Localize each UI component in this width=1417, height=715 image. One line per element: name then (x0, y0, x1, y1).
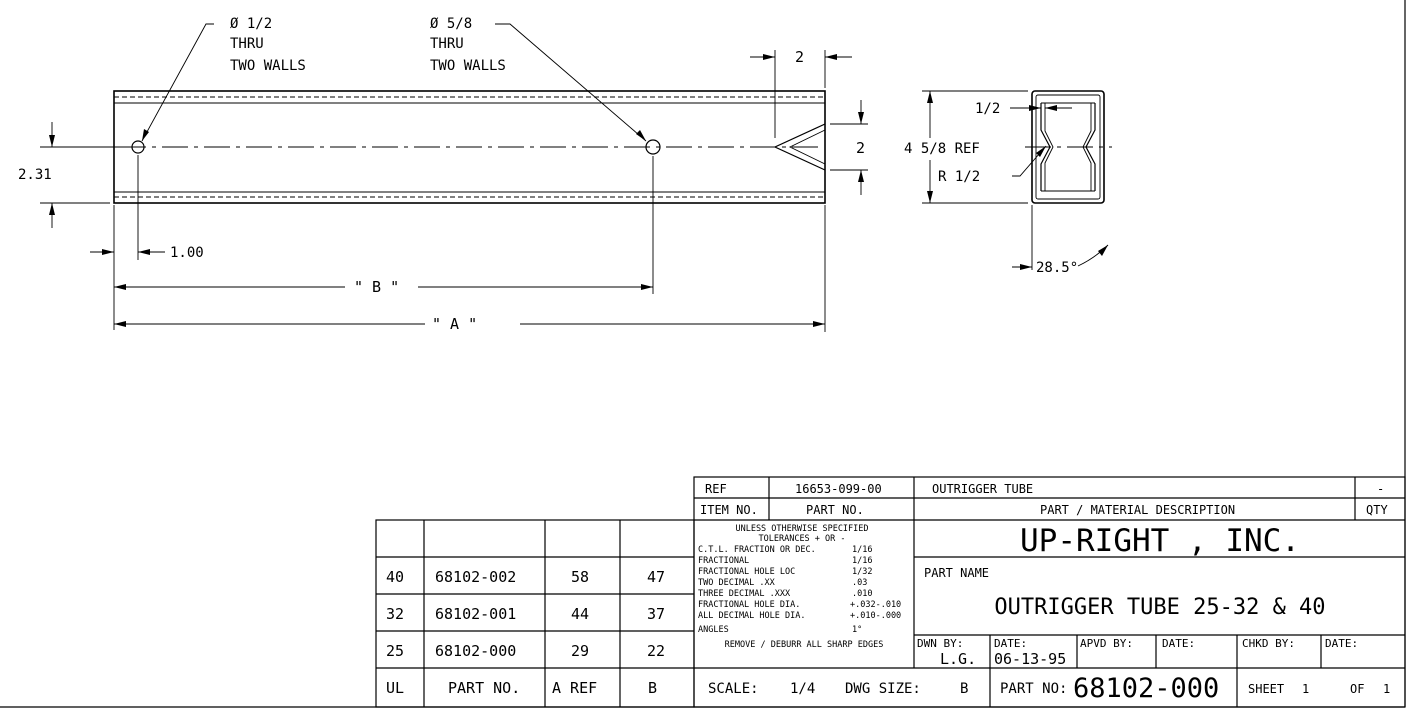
parts-cell-b: 47 (647, 568, 665, 586)
description-label: PART / MATERIAL DESCRIPTION (1040, 503, 1235, 517)
scale-value: 1/4 (790, 681, 815, 697)
tol-value: +.010-.000 (850, 611, 901, 621)
hole-five-eighths (645, 139, 661, 155)
parts-cell-aref: 58 (571, 568, 589, 586)
parts-header-part: PART NO. (448, 679, 520, 697)
dim-section-width: 1/2 (975, 101, 1000, 117)
dwg-size-label: DWG SIZE: (845, 681, 921, 697)
parts-cell-ul: 25 (386, 642, 404, 660)
hole2-dia: Ø 5/8 (430, 16, 472, 32)
tol-label: ANGLES (698, 625, 729, 635)
parts-table: 40 68102-002 58 47 32 68102-001 44 37 25… (386, 568, 665, 697)
dim-angle-lines (1012, 205, 1109, 270)
sheet-value: 1 (1302, 682, 1309, 696)
date2-label: DATE: (1162, 637, 1195, 650)
tol-label: FRACTIONAL (698, 556, 749, 566)
dwn-by-label: DWN BY: (917, 637, 963, 650)
parts-header-aref: A REF (552, 679, 597, 697)
part-no-field: 68102-000 (1073, 673, 1219, 704)
dim-end-length: 2 (795, 48, 804, 66)
hole1-thru: THRU (230, 36, 264, 52)
of-label: OF (1350, 682, 1364, 696)
company-name: UP-RIGHT , INC. (1020, 523, 1300, 559)
hole2-thru: THRU (430, 36, 464, 52)
part-name-label: PART NAME (924, 566, 989, 580)
tol-value: 1° (852, 625, 862, 635)
dim-end-height: 2 (856, 139, 865, 157)
dim-end-length-lines (750, 50, 852, 138)
tol-value: .010 (852, 589, 872, 599)
of-value: 1 (1383, 682, 1390, 696)
parts-cell-ul: 40 (386, 568, 404, 586)
dwg-size-value: B (960, 681, 968, 697)
tol-label: C.T.L. FRACTION OR DEC. (698, 545, 816, 555)
dim-height: 2.31 (18, 167, 52, 183)
parts-cell-ul: 32 (386, 605, 404, 623)
parts-cell-b: 22 (647, 642, 665, 660)
dim-height-lines (40, 122, 132, 228)
date3-label: DATE: (1325, 637, 1358, 650)
parts-cell-part: 68102-002 (435, 568, 516, 586)
parts-cell-aref: 29 (571, 642, 589, 660)
tol-label: ALL DECIMAL HOLE DIA. (698, 611, 805, 621)
scale-label: SCALE: (708, 681, 759, 697)
tol-value: 1/16 (852, 545, 872, 555)
tol-value: .03 (852, 578, 867, 588)
hole2-walls: TWO WALLS (430, 58, 506, 74)
hole-callouts (141, 23, 647, 142)
dim-end-height-lines (830, 100, 868, 195)
tol-heading-1: UNLESS OTHERWISE SPECIFIED (735, 524, 868, 534)
dim-angle: 28.5° (1036, 260, 1078, 276)
tol-heading-2: TOLERANCES + OR - (759, 534, 846, 544)
parts-header-b: B (648, 679, 657, 697)
tol-label: FRACTIONAL HOLE LOC (698, 567, 795, 577)
dim-hole-offset: 1.00 (170, 245, 204, 261)
dim-radius-lines (1012, 145, 1047, 177)
part-no-label: PART NO. (806, 503, 864, 517)
deburr-note: REMOVE / DEBURR ALL SHARP EDGES (725, 640, 884, 650)
parts-cell-b: 37 (647, 605, 665, 623)
part-no-field-label: PART NO: (1000, 681, 1067, 697)
dim-a: " A " (432, 315, 477, 333)
tol-value: +.032-.010 (850, 600, 901, 610)
qty-label: QTY (1366, 503, 1388, 517)
hole1-walls: TWO WALLS (230, 58, 306, 74)
apvd-by-label: APVD BY: (1080, 637, 1133, 650)
dwn-by: L.G. (940, 650, 976, 668)
chkd-by-label: CHKD BY: (1242, 637, 1295, 650)
tol-label: TWO DECIMAL .XX (698, 578, 776, 588)
tol-label: FRACTIONAL HOLE DIA. (698, 600, 800, 610)
dim-hole-offset-lines (90, 155, 165, 330)
title-block: REF 16653-099-00 OUTRIGGER TUBE - ITEM N… (698, 482, 1390, 704)
ref-qty: - (1377, 482, 1384, 496)
dim-a-lines (114, 205, 826, 332)
side-view (113, 90, 826, 204)
dim-section-width-lines (1010, 105, 1072, 111)
dim-b-lines (114, 156, 654, 294)
title-block-grid (693, 476, 1406, 708)
dim-section-height-lines (922, 90, 1028, 204)
ref-value: 16653-099-00 (795, 482, 882, 496)
dim-section-height: 4 5/8 REF (904, 141, 980, 157)
tol-label: THREE DECIMAL .XXX (698, 589, 791, 599)
parts-cell-part: 68102-000 (435, 642, 516, 660)
sheet-label: SHEET (1248, 682, 1284, 696)
date-value: 06-13-95 (994, 650, 1066, 668)
part-name: OUTRIGGER TUBE 25-32 & 40 (994, 595, 1325, 620)
dim-radius: R 1/2 (938, 169, 980, 185)
dim-b: " B " (354, 278, 399, 296)
ref-label: REF (705, 482, 727, 496)
hole1-dia: Ø 1/2 (230, 16, 272, 32)
tol-value: 1/16 (852, 556, 872, 566)
ref-desc: OUTRIGGER TUBE (932, 482, 1033, 496)
parts-cell-part: 68102-001 (435, 605, 516, 623)
parts-cell-aref: 44 (571, 605, 589, 623)
tolerance-list: C.T.L. FRACTION OR DEC. 1/16 FRACTIONAL … (698, 545, 901, 635)
date-label: DATE: (994, 637, 1027, 650)
item-no-label: ITEM NO. (700, 503, 758, 517)
tol-value: 1/32 (852, 567, 872, 577)
section-view (1025, 90, 1112, 204)
parts-header-ul: UL (386, 679, 404, 697)
